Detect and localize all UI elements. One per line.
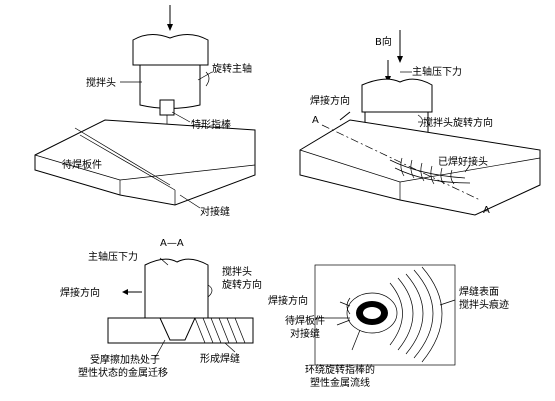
leader-surface [439,299,456,306]
pin-section [159,317,196,341]
label-flow-2: 塑性金属流线 [310,376,370,389]
tool-traces [389,266,443,363]
weld-hatch [194,317,246,344]
joint-seam [79,134,176,191]
spindle [132,34,209,66]
arrow-head [397,56,403,63]
label-view: B向 [375,35,392,48]
leader-press [159,257,169,266]
arrow-head [122,289,128,295]
workpiece [299,119,541,216]
tool-section [144,258,209,319]
label-tool: 搅拌头 [86,76,116,89]
label-weld-dir: 焊接方向 [60,286,100,299]
leader-spindle [197,71,213,81]
leader-formed [224,342,236,353]
weld-dir-arrow [339,111,351,121]
joint-seam-2 [74,127,171,186]
spindle [361,78,433,113]
label-joint-2: 对接缝 [290,327,320,340]
panel-4-top-view [314,264,456,366]
leader-metal [154,339,166,359]
leader-weld-dir [339,301,351,307]
label-welded: 已焊好接头 [438,155,488,168]
leader-flow [351,329,361,351]
label-surface-2: 搅拌头痕迹 [459,298,509,311]
rotation-arrow [207,284,213,298]
label-weld-dir: 焊接方向 [310,94,350,107]
rotation-arrow [417,114,423,128]
label-pin: 特形指棒 [191,118,231,131]
flow-arrow [346,297,351,315]
rotation-arrow [205,71,210,87]
panel-1-setup [34,5,256,209]
label-press: 主轴压下力 [412,65,462,78]
panel-2-process [299,30,541,216]
outer-ring [346,292,398,334]
label-section: A—A [160,238,184,249]
panel-3-section [107,257,254,359]
workpiece [34,119,256,206]
label-rot-1: 搅拌头 [222,265,252,278]
plate-outline [314,264,456,366]
label-joint: 对接缝 [200,205,230,218]
label-spindle: 旋转主轴 [212,62,252,75]
label-A-bottom: A [483,205,490,216]
label-rot-2: 旋转方向 [222,278,262,291]
arrow-head [167,24,173,31]
leader-pin [171,111,191,123]
label-workpiece: 待焊板件 [62,158,102,171]
pin [159,99,175,116]
label-joint-1: 待焊板件 [285,314,325,327]
label-surface-1: 焊缝表面 [459,285,499,298]
label-A-left: A [312,115,319,126]
leader-joint [179,194,201,209]
section-line [321,124,481,201]
pin-core [363,307,381,319]
label-weld-dir: 焊接方向 [268,294,308,307]
label-metal-1: 受摩擦加热处于 [90,353,160,366]
label-metal-2: 塑性状态的金属迁移 [78,366,168,379]
leader-welded [464,164,471,173]
label-press: 主轴压下力 [88,250,138,263]
label-flow-1: 环绕旋转指棒的 [305,363,375,376]
weld-bead [389,157,471,185]
label-tool-rot: 搅拌头旋转方向 [423,116,493,129]
leader-joint [336,319,351,326]
label-formed: 形成焊缝 [200,352,240,365]
